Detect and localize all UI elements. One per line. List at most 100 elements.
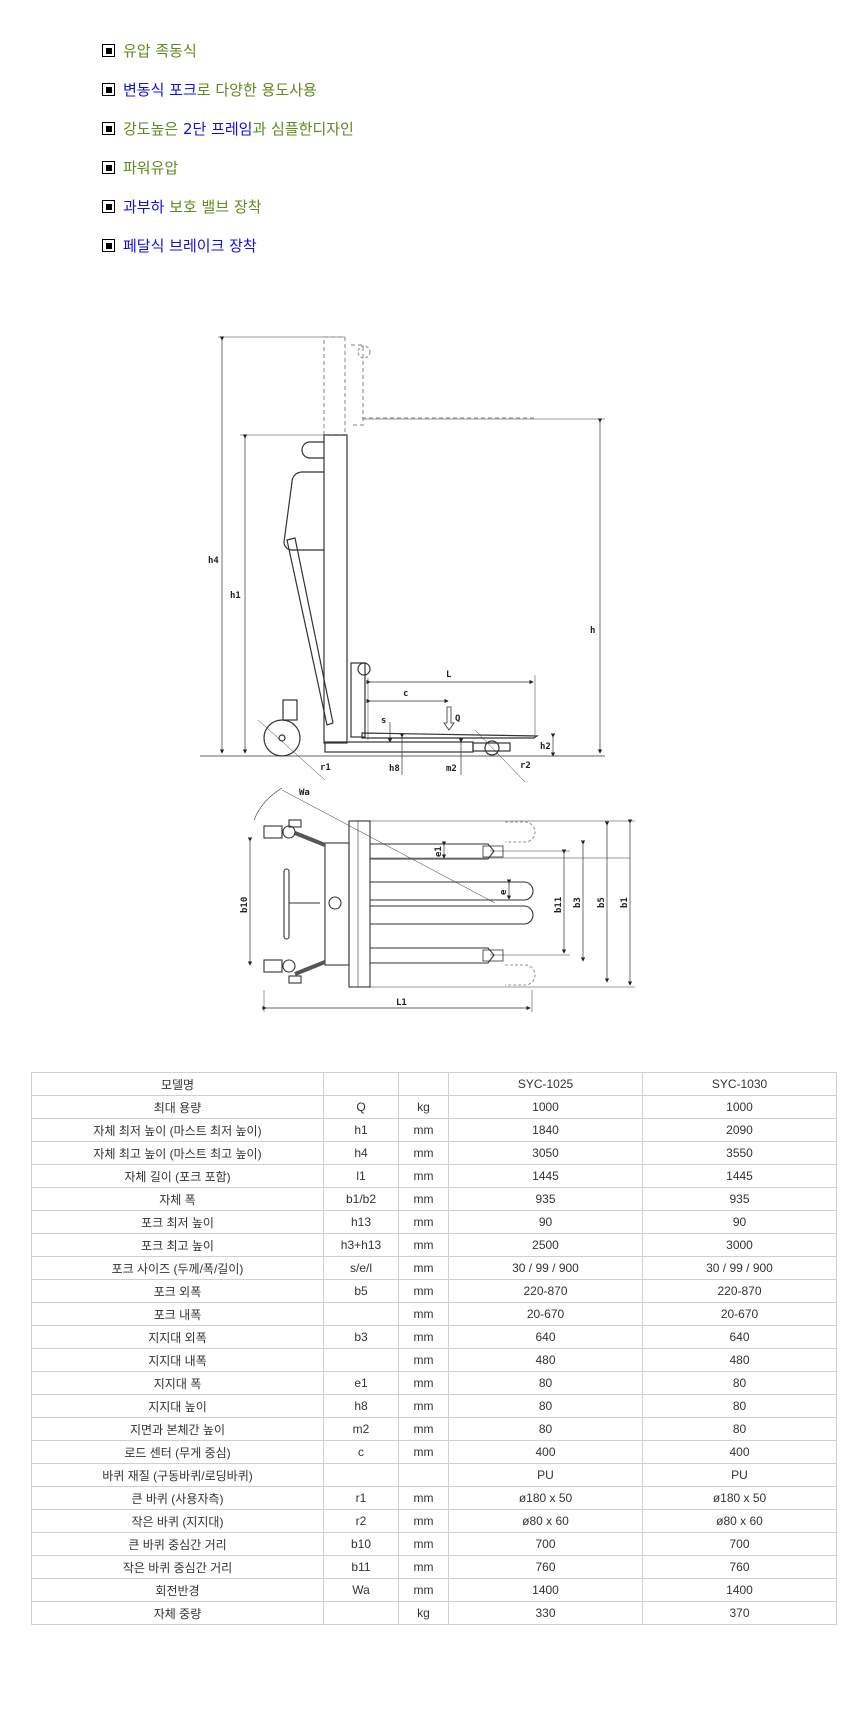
spec-value-syc-1030: 640 xyxy=(642,1325,837,1349)
spec-value-syc-1030: ø180 x 50 xyxy=(642,1486,837,1510)
label-h1: h1 xyxy=(230,591,241,601)
spec-value-syc-1025: 90 xyxy=(448,1210,643,1234)
spec-unit: mm xyxy=(398,1325,449,1349)
spec-unit: mm xyxy=(398,1141,449,1165)
feature-text: 페달식 브레이크 장착 xyxy=(123,237,257,255)
spec-symbol xyxy=(323,1072,399,1096)
spec-name: 지지대 외폭 xyxy=(31,1325,324,1349)
spec-value-syc-1030: 935 xyxy=(642,1187,837,1211)
spec-symbol: b11 xyxy=(323,1555,399,1579)
feature-text: 로 다양한 용도사용 xyxy=(196,81,317,99)
spec-unit: mm xyxy=(398,1578,449,1602)
spec-name: 모델명 xyxy=(31,1072,324,1096)
square-bullet-icon xyxy=(102,161,115,174)
spec-symbol: b10 xyxy=(323,1532,399,1556)
spec-value-syc-1030: 1000 xyxy=(642,1095,837,1119)
spec-symbol: b3 xyxy=(323,1325,399,1349)
spec-value-syc-1025: ø80 x 60 xyxy=(448,1509,643,1533)
feature-item: 페달식 브레이크 장착 xyxy=(102,237,257,255)
label-h4: h4 xyxy=(208,556,219,566)
feature-item: 파워유압 xyxy=(102,159,178,177)
feature-item: 변동식 포크로 다양한 용도사용 xyxy=(102,81,317,99)
spec-name: 지면과 본체간 높이 xyxy=(31,1417,324,1441)
spec-value-syc-1025: 1840 xyxy=(448,1118,643,1142)
spec-value-syc-1030: 220-870 xyxy=(642,1279,837,1303)
spec-symbol: b1/b2 xyxy=(323,1187,399,1211)
spec-symbol xyxy=(323,1601,399,1625)
spec-symbol: h13 xyxy=(323,1210,399,1234)
spec-value-syc-1030: ø80 x 60 xyxy=(642,1509,837,1533)
spec-unit: mm xyxy=(398,1555,449,1579)
spec-symbol: r2 xyxy=(323,1509,399,1533)
spec-value-syc-1030: 80 xyxy=(642,1371,837,1395)
label-b3: b3 xyxy=(573,897,583,908)
spec-value-syc-1030: 760 xyxy=(642,1555,837,1579)
spec-unit: mm xyxy=(398,1210,449,1234)
spec-name: 포크 최저 높이 xyxy=(31,1210,324,1234)
feature-item: 강도높은 2단 프레임과 심플한디자인 xyxy=(102,120,354,138)
spec-unit: mm xyxy=(398,1440,449,1464)
spec-value-syc-1025: 760 xyxy=(448,1555,643,1579)
label-m2: m2 xyxy=(446,764,457,774)
spec-name: 자체 중량 xyxy=(31,1601,324,1625)
square-bullet-icon xyxy=(102,239,115,252)
label-h8: h8 xyxy=(389,764,400,774)
spec-value-syc-1025: 80 xyxy=(448,1371,643,1395)
square-bullet-icon xyxy=(102,122,115,135)
spec-value-syc-1030: 3000 xyxy=(642,1233,837,1257)
label-Q: Q xyxy=(455,714,461,724)
label-s: s xyxy=(381,716,386,726)
spec-unit: mm xyxy=(398,1509,449,1533)
label-Wa: Wa xyxy=(299,788,310,798)
spec-symbol: m2 xyxy=(323,1417,399,1441)
spec-value-syc-1030: 80 xyxy=(642,1394,837,1418)
spec-value-syc-1030: 480 xyxy=(642,1348,837,1372)
spec-value-syc-1030: 700 xyxy=(642,1532,837,1556)
spec-value-syc-1025: 935 xyxy=(448,1187,643,1211)
spec-value-syc-1025: ø180 x 50 xyxy=(448,1486,643,1510)
label-L1: L1 xyxy=(396,998,407,1008)
feature-text: 과 심플한디자인 xyxy=(252,120,354,138)
label-b10: b10 xyxy=(240,897,250,913)
feature-text: 2단 프레임 xyxy=(182,120,253,138)
spec-name: 작은 바퀴 (지지대) xyxy=(31,1509,324,1533)
spec-name: 자체 최저 높이 (마스트 최저 높이) xyxy=(31,1118,324,1142)
spec-value-syc-1030: 1400 xyxy=(642,1578,837,1602)
feature-text: 강도높은 xyxy=(123,120,183,138)
feature-text: 파워유압 xyxy=(123,159,179,177)
feature-text: 보호 밸브 장착 xyxy=(169,198,262,216)
spec-unit: mm xyxy=(398,1486,449,1510)
spec-symbol: h4 xyxy=(323,1141,399,1165)
spec-value-syc-1030: 90 xyxy=(642,1210,837,1234)
side-view xyxy=(200,336,605,783)
spec-value-syc-1025: PU xyxy=(448,1463,643,1487)
spec-symbol: c xyxy=(323,1440,399,1464)
label-c: c xyxy=(403,689,408,699)
square-bullet-icon xyxy=(102,83,115,96)
spec-unit: mm xyxy=(398,1118,449,1142)
spec-symbol xyxy=(323,1463,399,1487)
spec-name: 회전반경 xyxy=(31,1578,324,1602)
spec-name: 큰 바퀴 (사용자측) xyxy=(31,1486,324,1510)
spec-name: 큰 바퀴 중심간 거리 xyxy=(31,1532,324,1556)
drive-wheel xyxy=(263,719,301,757)
spec-name: 자체 길이 (포크 포함) xyxy=(31,1164,324,1188)
spec-unit: mm xyxy=(398,1371,449,1395)
spec-value-syc-1025: 220-870 xyxy=(448,1279,643,1303)
spec-value-syc-1030: 3550 xyxy=(642,1141,837,1165)
